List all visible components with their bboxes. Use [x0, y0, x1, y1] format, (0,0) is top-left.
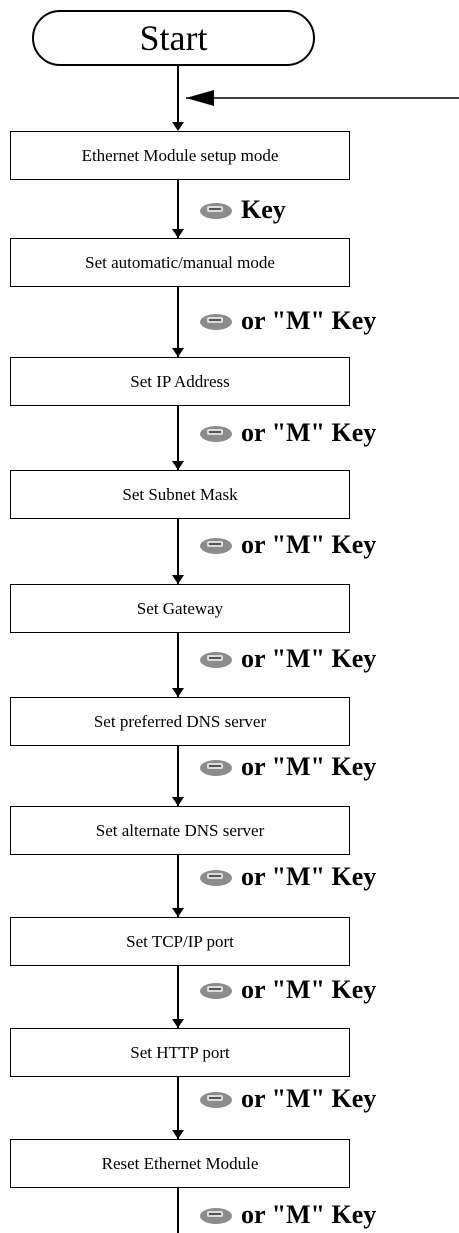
key-button-icon: [200, 426, 232, 442]
key-button-icon: [200, 870, 232, 886]
transition-key-label: or "M" Key: [198, 418, 376, 448]
step-label: Set alternate DNS server: [95, 820, 265, 840]
step-box-9: Set HTTP port: [10, 1028, 350, 1077]
step-box-2: Set automatic/manual mode: [10, 238, 350, 287]
step-label: Set automatic/manual mode: [85, 252, 275, 272]
step-label: Set Subnet Mask: [122, 484, 238, 504]
transition-key-label: or "M" Key: [198, 862, 376, 892]
transition-key-label: or "M" Key: [198, 752, 376, 782]
loop-back-arrowhead: [186, 90, 214, 106]
transition-key-text: Key: [241, 195, 286, 224]
transition-key-text: or "M" Key: [241, 752, 377, 781]
step-box-8: Set TCP/IP port: [10, 917, 350, 966]
step-label: Set HTTP port: [130, 1042, 230, 1062]
arrowhead-start: [172, 122, 184, 131]
step-label: Set TCP/IP port: [126, 931, 234, 951]
step-box-6: Set preferred DNS server: [10, 697, 350, 746]
step-box-7: Set alternate DNS server: [10, 806, 350, 855]
transition-key-text: or "M" Key: [241, 530, 377, 559]
arrowhead-6: [172, 797, 184, 806]
arrowhead-2: [172, 348, 184, 357]
start-terminal: Start: [32, 10, 315, 66]
key-button-icon: [200, 652, 232, 668]
transition-key-label: or "M" Key: [198, 306, 376, 336]
step-label: Reset Ethernet Module: [101, 1153, 259, 1173]
arrowhead-7: [172, 908, 184, 917]
transition-key-text: or "M" Key: [241, 418, 377, 447]
step-box-1: Ethernet Module setup mode: [10, 131, 350, 180]
step-box-5: Set Gateway: [10, 584, 350, 633]
arrowhead-5: [172, 688, 184, 697]
arrowhead-8: [172, 1019, 184, 1028]
key-button-icon: [200, 1092, 232, 1108]
transition-key-text: or "M" Key: [241, 1084, 377, 1113]
step-box-3: Set IP Address: [10, 357, 350, 406]
step-label: Set Gateway: [136, 598, 224, 618]
key-button-icon: [200, 760, 232, 776]
arrowhead-3: [172, 461, 184, 470]
transition-key-label: Key: [198, 195, 286, 225]
arrowhead-1: [172, 229, 184, 238]
transition-key-label: or "M" Key: [198, 1200, 376, 1230]
transition-key-text: or "M" Key: [241, 644, 377, 673]
step-box-10: Reset Ethernet Module: [10, 1139, 350, 1188]
transition-key-label: or "M" Key: [198, 1084, 376, 1114]
start-label: Start: [139, 18, 208, 58]
transition-key-label: or "M" Key: [198, 530, 376, 560]
step-label: Set IP Address: [130, 371, 230, 391]
key-button-icon: [200, 203, 232, 219]
transition-key-label: or "M" Key: [198, 644, 376, 674]
transition-key-text: or "M" Key: [241, 1200, 377, 1229]
step-label: Ethernet Module setup mode: [81, 145, 279, 165]
transition-key-text: or "M" Key: [241, 975, 377, 1004]
transition-key-text: or "M" Key: [241, 306, 377, 335]
arrowhead-9: [172, 1130, 184, 1139]
step-label: Set preferred DNS server: [93, 711, 267, 731]
transition-key-text: or "M" Key: [241, 862, 377, 891]
key-button-icon: [200, 1208, 232, 1224]
transition-key-label: or "M" Key: [198, 975, 376, 1005]
step-box-4: Set Subnet Mask: [10, 470, 350, 519]
key-button-icon: [200, 314, 232, 330]
key-button-icon: [200, 983, 232, 999]
key-button-icon: [200, 538, 232, 554]
arrowhead-4: [172, 575, 184, 584]
